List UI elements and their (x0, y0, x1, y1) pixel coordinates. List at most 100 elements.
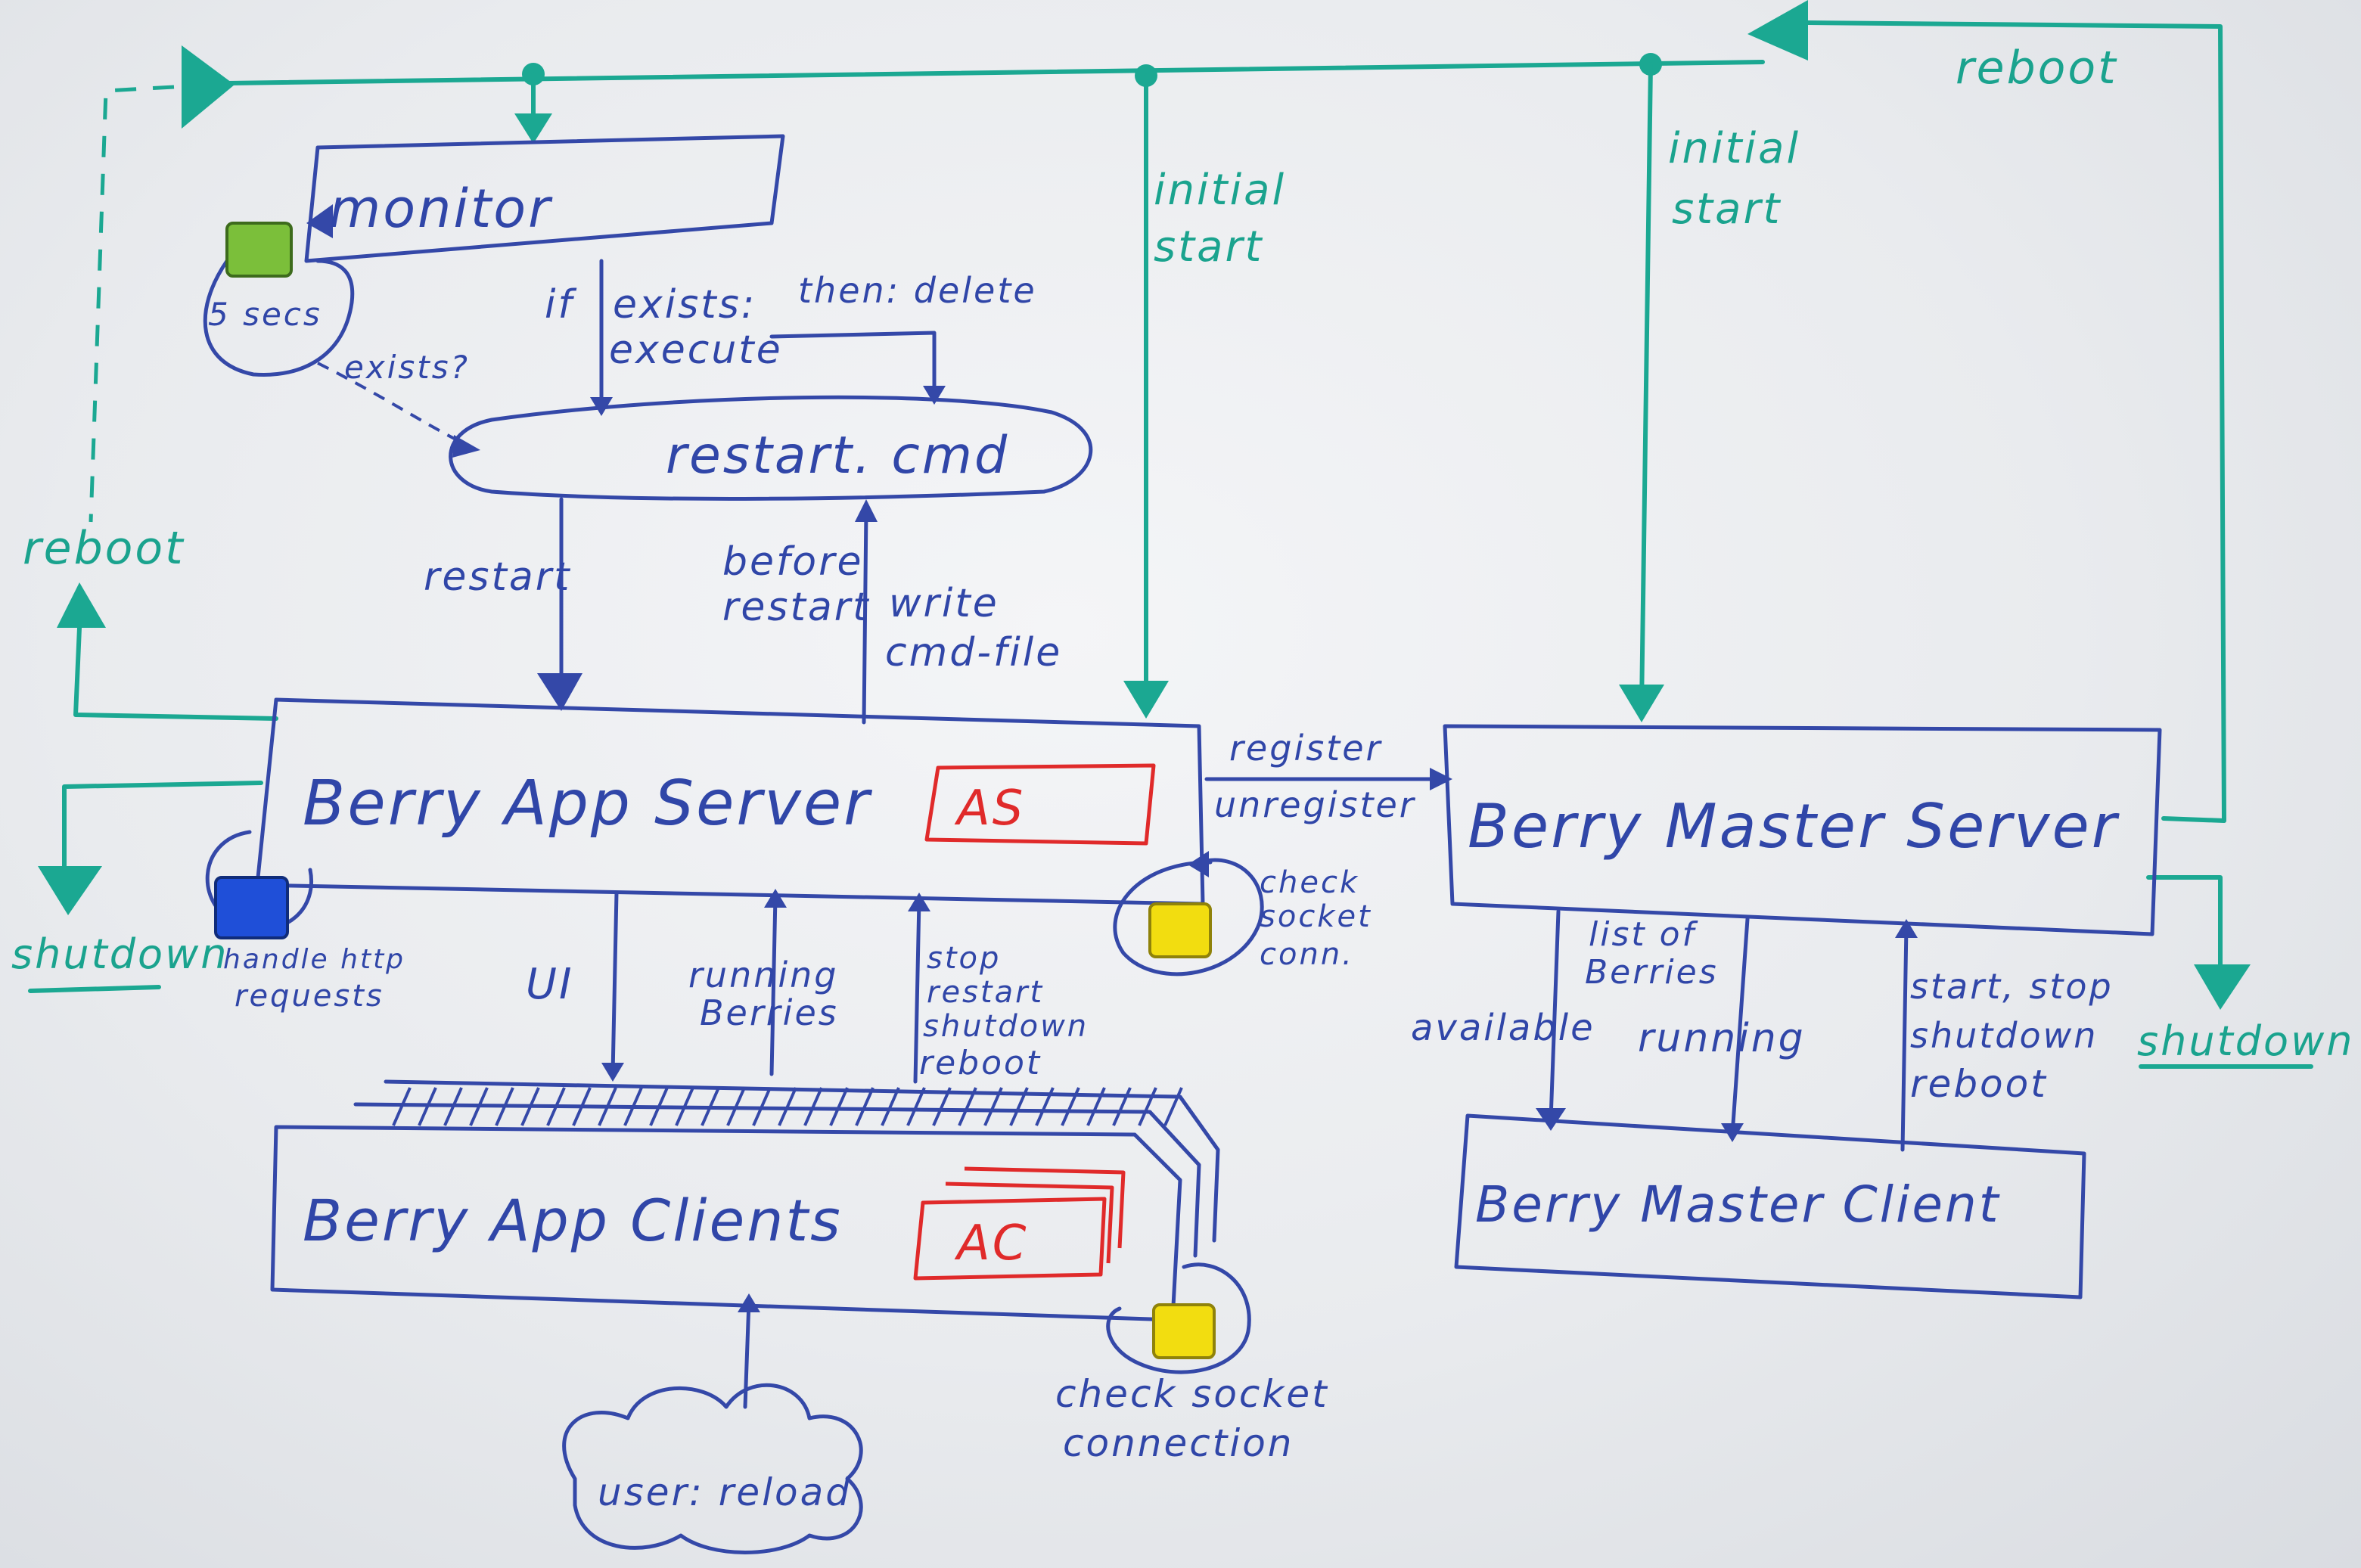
hatch-line (418, 1087, 437, 1126)
teal-connectors (28, 0, 2313, 1069)
hatch-line (443, 1087, 463, 1126)
clients-stack-outline (353, 1102, 1201, 1258)
reboot-line-left (73, 626, 278, 721)
restart-cmd-ellipse (449, 395, 1093, 501)
before-restart-label-1: before (722, 539, 864, 585)
shutdown-label-right: shutdown (2137, 1017, 2354, 1065)
start-arrow-icon (182, 45, 235, 129)
arrow-up-icon (1895, 919, 1918, 938)
then-delete-arrow (769, 331, 937, 399)
shutdown-line-left (62, 781, 263, 868)
app-clients-box (270, 1125, 1182, 1322)
available-arrow (1549, 909, 1561, 1122)
register-label: register (1229, 728, 1382, 768)
exists-question-label: exists? (344, 349, 470, 386)
clients-hatching (392, 1087, 1183, 1126)
hatch-line (392, 1087, 412, 1126)
as-tag-box (924, 763, 1156, 846)
arrow-down-icon (1123, 681, 1169, 719)
reboot-arrow-icon (57, 582, 106, 628)
hatch-line (906, 1087, 926, 1126)
arrow-down-icon (601, 1063, 624, 1082)
restart-cmd-label: restart. cmd (666, 426, 1009, 486)
arrow-left-icon (306, 204, 333, 238)
hatch-line (726, 1087, 746, 1126)
initial-start-label-2b: start (1672, 185, 1782, 234)
arrow-up-icon (738, 1293, 760, 1312)
then-delete-label: then: delete (798, 270, 1037, 311)
initial-start-line-2 (1639, 62, 1653, 709)
hatch-line (546, 1087, 566, 1126)
master-server-box (1443, 724, 2162, 936)
stop-label: stop (927, 941, 1001, 976)
reboot-loop-right (1806, 20, 2226, 823)
as-tag-label: AS (954, 781, 1025, 837)
hatch-line (958, 1087, 977, 1126)
exists-dashed-arrow (317, 362, 470, 448)
running-berries-label-2: Berries (700, 992, 839, 1033)
ac-tag-stack (945, 1181, 1114, 1264)
ui-arrow (610, 890, 619, 1076)
hatch-line (1061, 1087, 1080, 1126)
if-label: if (545, 282, 576, 328)
arrow-down-icon (514, 113, 552, 144)
magnets (214, 222, 1216, 1359)
list-of-label: list of (1589, 915, 1699, 954)
running-berries-arrow (769, 894, 778, 1076)
arrow-right-icon (1430, 768, 1452, 790)
arrow-left-icon (1188, 851, 1209, 877)
hatch-line (855, 1087, 875, 1126)
red-tags (913, 763, 1156, 1281)
cmd-file-label: cmd-file (885, 630, 1062, 675)
app-server-label: Berry App Server (303, 768, 872, 840)
shutdown-underline (28, 985, 161, 993)
ac-tag-stack (964, 1166, 1126, 1249)
start-stop-arrow (1900, 924, 1909, 1152)
check-socket-label-2: socket (1260, 899, 1372, 934)
shutdown-arrow-icon (2194, 964, 2251, 1010)
reboot-arrow-icon (1747, 0, 1808, 61)
check-socket-conn-label-1: check socket (1055, 1372, 1329, 1416)
check-socket-label-3: conn. (1260, 937, 1354, 972)
shutdown-label-blue: shutdown (923, 1009, 1089, 1044)
blue-boxes (203, 134, 2162, 1554)
user-reload-label: user: reload (598, 1470, 852, 1514)
master-server-label: Berry Master Server (1468, 791, 2120, 862)
arrow-down-icon (590, 397, 613, 416)
arrow-down-icon (1536, 1108, 1566, 1131)
initial-start-label-1: initial (1154, 166, 1286, 215)
shutdown-label-left: shutdown (11, 930, 228, 978)
unregister-label: unregister (1214, 784, 1416, 825)
hatch-line (803, 1087, 823, 1126)
initial-start-label-1b: start (1154, 222, 1263, 272)
hatch-line (829, 1087, 849, 1126)
shutdown-line-right (2146, 875, 2223, 967)
reboot-label-top: reboot (1956, 42, 2118, 95)
five-secs-label: 5 secs (208, 296, 322, 333)
reboot-label-blue: reboot (919, 1044, 1042, 1082)
check-socket-loop (1113, 858, 1264, 977)
hatch-line (675, 1087, 694, 1126)
hatch-line (752, 1087, 772, 1126)
reboot-label-client: reboot (1910, 1062, 2048, 1106)
hatch-line (778, 1087, 797, 1126)
box-titles: monitor restart. cmd Berry App Server AS… (303, 178, 2120, 1514)
master-client-box (1454, 1113, 2086, 1299)
hatch-line (469, 1087, 489, 1126)
running-label: running (1638, 1016, 1806, 1061)
hatch-line (983, 1087, 1003, 1126)
monitor-label: monitor (329, 178, 553, 240)
hatch-line (572, 1087, 592, 1126)
top-bus-line (225, 60, 1765, 85)
master-client-label: Berry Master Client (1475, 1175, 2001, 1234)
arrow-up-icon (908, 893, 930, 911)
running-berries-label-1: running (688, 955, 839, 995)
hatch-line (598, 1087, 617, 1126)
hatch-line (1163, 1087, 1183, 1126)
hatch-line (881, 1087, 900, 1126)
arrow-down-icon (1721, 1123, 1744, 1142)
restart-label: restart (424, 554, 571, 600)
check-socket-conn-label-2: connection (1063, 1421, 1294, 1465)
user-reload-arrow (743, 1299, 751, 1409)
